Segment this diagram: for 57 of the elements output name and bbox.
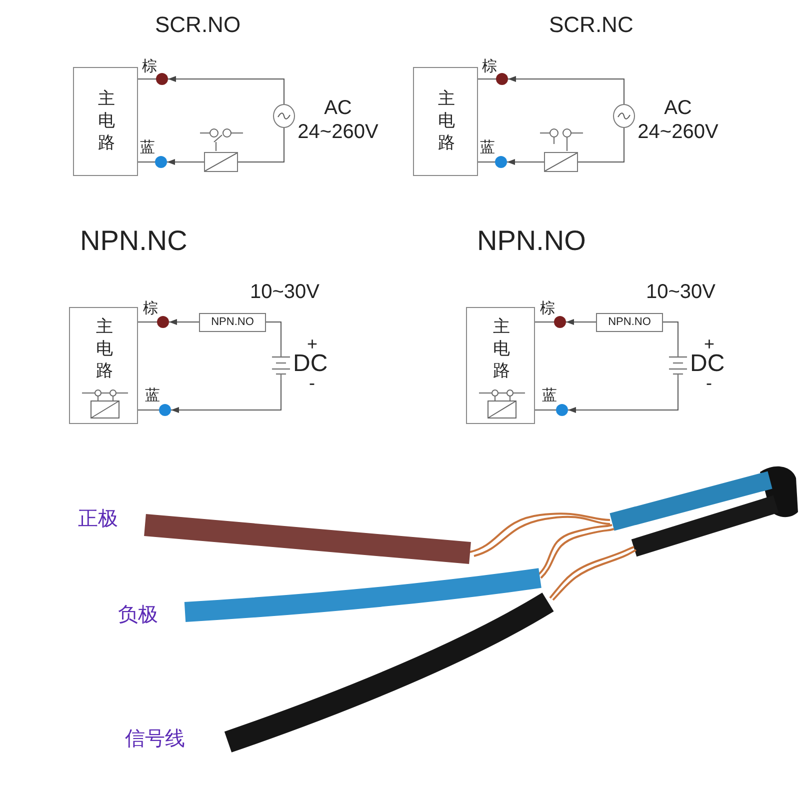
wire-color-label: 蓝: [145, 387, 160, 404]
module-box: NPN.NO: [199, 313, 266, 332]
terminal-dot: [155, 156, 167, 168]
ac-source-symbol: [273, 104, 295, 128]
terminal-dot: [556, 404, 568, 416]
connector-line: [266, 322, 282, 350]
box-label: 主电路: [96, 316, 114, 382]
wire-color-label: 蓝: [140, 139, 155, 156]
wire-color-label: 蓝: [542, 387, 557, 404]
terminal-dot: [156, 73, 168, 85]
terminal-dot: [159, 404, 171, 416]
wire-label: 负极: [118, 603, 158, 627]
arrow: [168, 76, 284, 104]
circuit-box: [73, 67, 138, 176]
terminal-dot: [554, 316, 566, 328]
voltage-label: 10~30V: [250, 280, 320, 304]
module-box: NPN.NO: [596, 313, 663, 332]
relay-symbol: [544, 152, 578, 172]
wire-color-label: 棕: [142, 58, 157, 75]
battery-symbol: [271, 350, 291, 380]
voltage-label: 10~30V: [646, 280, 716, 304]
arrow: [168, 319, 200, 325]
terminal-dot: [496, 73, 508, 85]
terminal-dot: [157, 316, 169, 328]
wire-color-label: 蓝: [480, 139, 495, 156]
connector-line: [238, 128, 284, 162]
box-label: 主电路: [438, 88, 456, 154]
arrow: [508, 76, 624, 104]
circuit-title: NPN.NO: [477, 225, 586, 257]
wire-label: 信号线: [125, 727, 185, 751]
arrow: [166, 159, 204, 165]
circuit-box: [466, 307, 535, 424]
relay-symbol: [204, 152, 238, 172]
battery-symbol: [668, 350, 688, 380]
terminal-dot: [495, 156, 507, 168]
ac-source-symbol: [613, 104, 635, 128]
circuit-box: [69, 307, 138, 424]
circuit-title: NPN.NC: [80, 225, 188, 257]
connector-line: [478, 78, 496, 80]
box-label: 主电路: [98, 88, 116, 154]
circuit-box: [413, 67, 478, 176]
arrow: [506, 159, 544, 165]
wire-color-label: 棕: [482, 58, 497, 75]
voltage-label: AC 24~260V: [296, 96, 380, 144]
circuit-title: SCR.NO: [155, 12, 241, 38]
wire-color-label: 棕: [540, 300, 555, 317]
arrow: [566, 319, 596, 325]
circuit-title: SCR.NC: [549, 12, 634, 38]
voltage-label: AC 24~260V: [636, 96, 720, 144]
connector-line: [578, 128, 624, 162]
wire-label: 正极: [78, 507, 118, 531]
box-label: 主电路: [492, 316, 510, 382]
connector-line: [138, 78, 156, 80]
arrow: [568, 380, 678, 413]
wire-color-label: 棕: [143, 300, 158, 317]
connector-line: [662, 322, 678, 350]
arrow: [170, 380, 282, 413]
